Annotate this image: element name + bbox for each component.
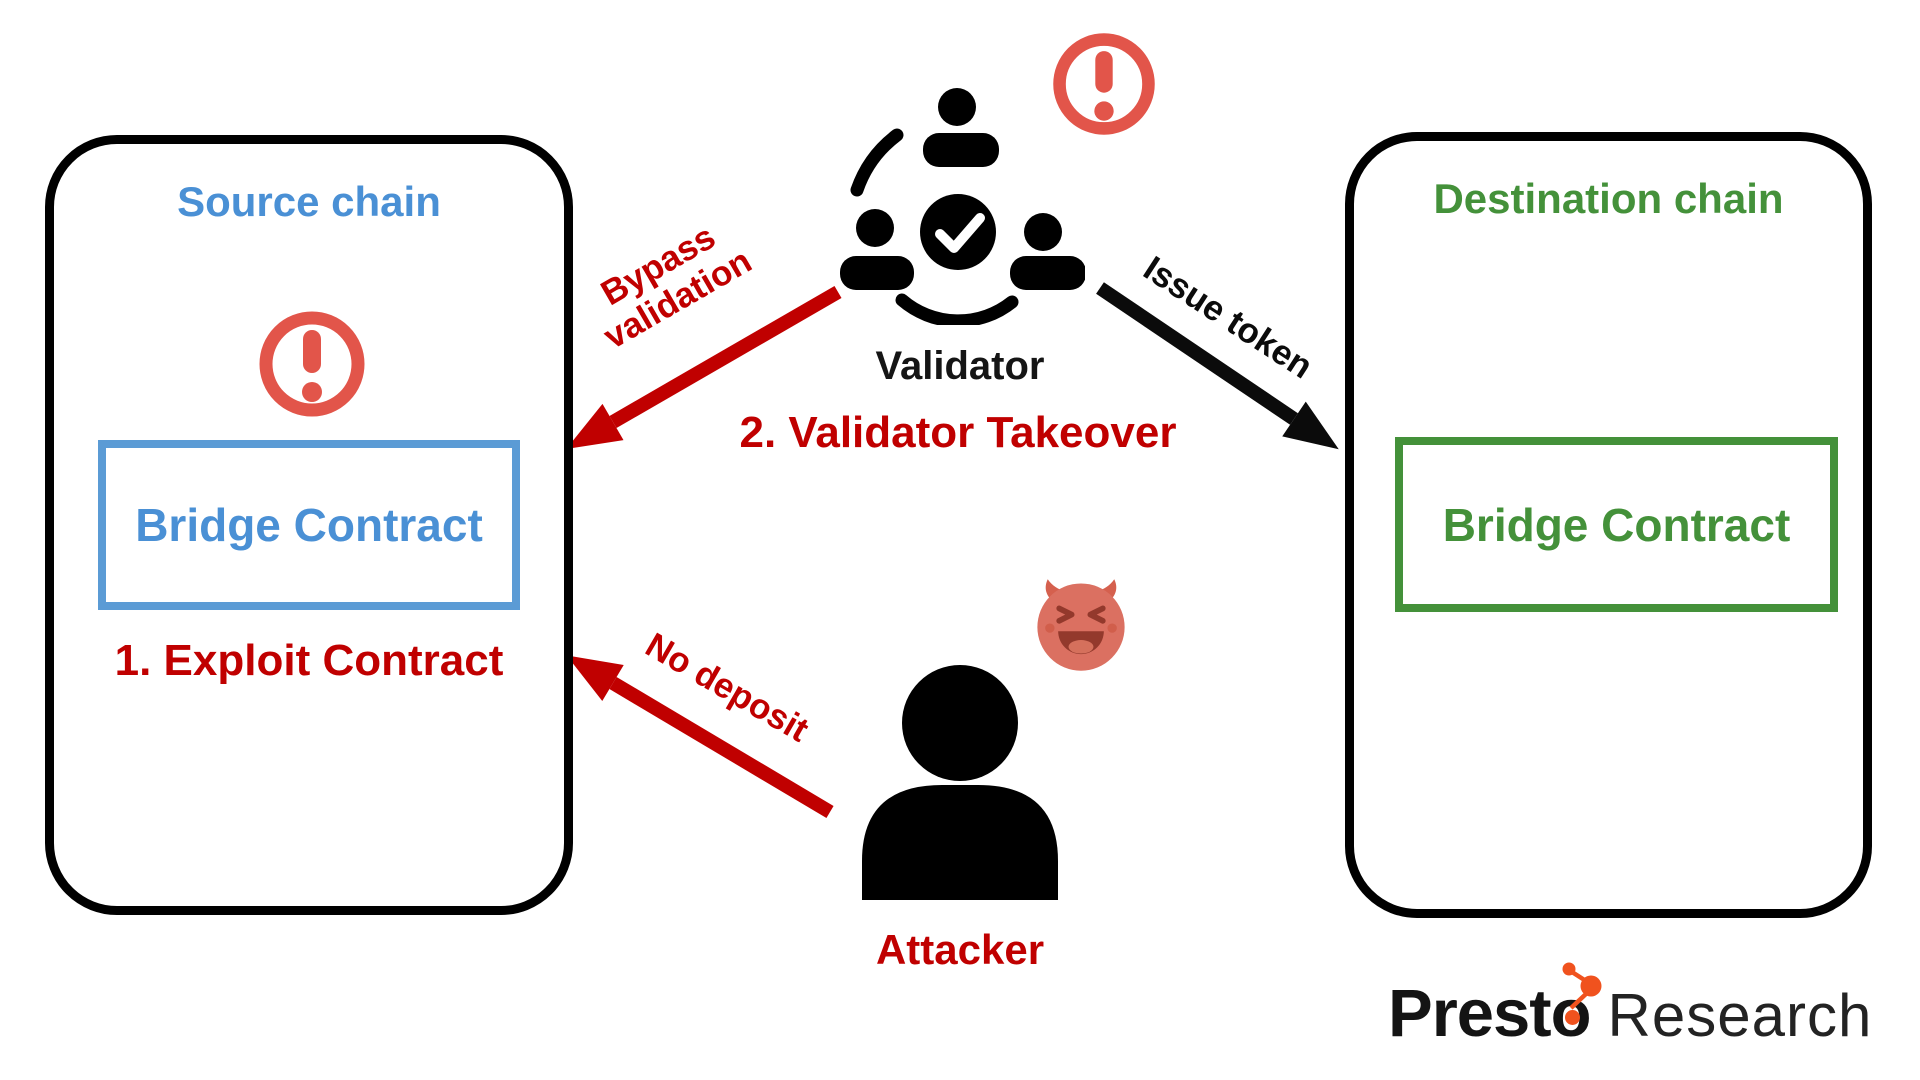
destination-chain-title: Destination chain	[1433, 175, 1784, 222]
destination-bridge-contract-box: Bridge Contract	[1395, 437, 1838, 612]
warning-icon	[259, 311, 365, 417]
presto-research-logo: Presto Research	[1388, 962, 1873, 1052]
source-chain-box: Source chain Bridge Contract 1. Exploit …	[45, 135, 573, 915]
destination-chain-box: Destination chain Bridge Contract	[1345, 132, 1872, 918]
logo-suffix-text: Research	[1607, 982, 1873, 1049]
warning-icon	[1053, 33, 1155, 135]
validator-takeover-label: 2. Validator Takeover	[739, 408, 1177, 457]
attacker-label: Attacker	[875, 926, 1045, 973]
logo-brand-wrap: Presto	[1388, 962, 1602, 1052]
arrow-bypass-validation	[566, 285, 842, 450]
devil-face-icon	[1037, 579, 1125, 671]
presto-molecule-icon	[1562, 962, 1602, 1010]
source-bridge-contract-box: Bridge Contract	[98, 440, 520, 610]
arrow-no-deposit	[566, 655, 834, 819]
arrow-issue-token	[1096, 282, 1339, 450]
validator-group-icon	[840, 88, 1085, 325]
validator-label: Validator	[875, 344, 1045, 388]
source-chain-title: Source chain	[177, 178, 441, 225]
exploit-contract-label: 1. Exploit Contract	[114, 636, 504, 685]
attacker-person-icon	[862, 665, 1058, 900]
logo-o-dot	[1564, 1010, 1580, 1025]
logo-brand-text: Presto	[1388, 976, 1592, 1051]
destination-bridge-contract-label: Bridge Contract	[1442, 498, 1791, 551]
source-bridge-contract-label: Bridge Contract	[135, 499, 483, 551]
